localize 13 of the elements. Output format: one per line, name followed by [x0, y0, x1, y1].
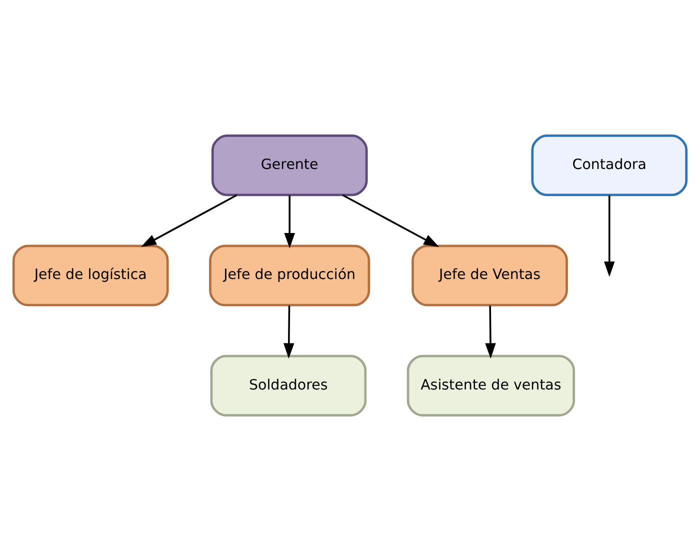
- arrow: [604, 195, 615, 277]
- arrow: [284, 195, 295, 248]
- arrow: [342, 194, 440, 248]
- arrow: [140, 194, 238, 248]
- node-box: Gerente: [211, 134, 368, 196]
- arrow: [283, 306, 294, 359]
- node-box: Asistente de ventas: [406, 354, 576, 416]
- node-box: Jefe de producción: [209, 244, 370, 306]
- arrow: [485, 306, 496, 359]
- node-box: Soldadores: [210, 354, 367, 416]
- node-box: Jefe de logística: [12, 244, 169, 306]
- node-box: Contadora: [531, 134, 688, 196]
- node-box: Jefe de Ventas: [412, 244, 568, 306]
